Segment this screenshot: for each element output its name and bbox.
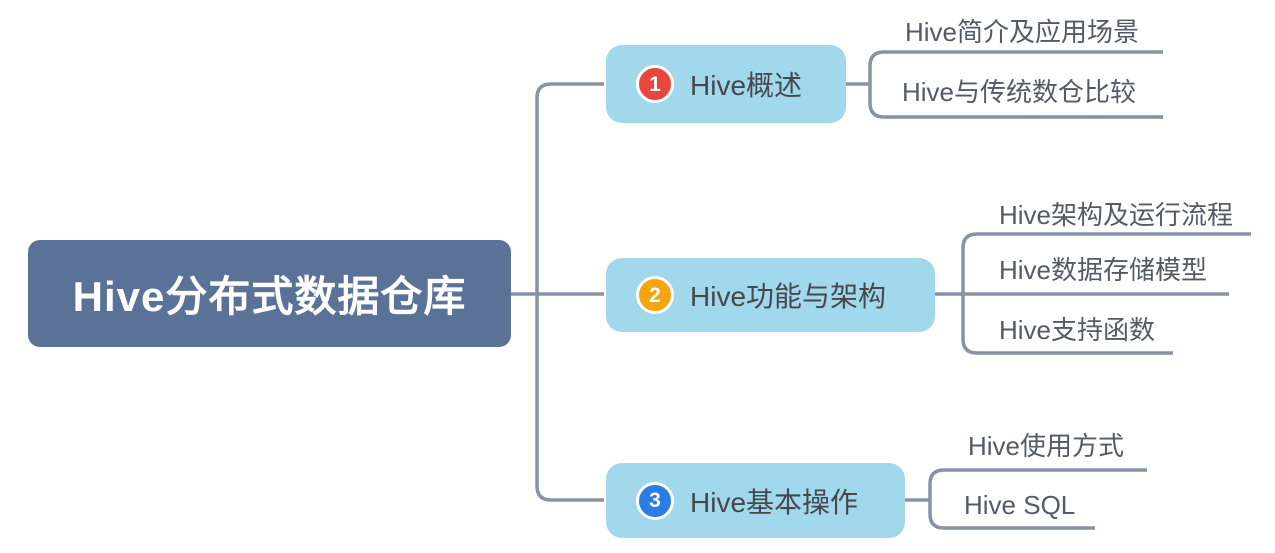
branch-label: Hive基本操作 (690, 486, 859, 518)
number-2-badge-icon: 2 (636, 276, 674, 314)
branch-label: Hive概述 (690, 70, 803, 101)
subtopic-hive-usage-methods[interactable]: Hive使用方式 (968, 431, 1125, 461)
connector-branch1-bracket (868, 50, 1163, 119)
subtopic-hive-architecture-workflow[interactable]: Hive架构及运行流程 (999, 200, 1234, 230)
connector-branch3-bracket (928, 468, 1147, 530)
root-node[interactable]: Hive分布式数据仓库 (28, 240, 511, 347)
connector-trunk (535, 82, 604, 502)
branch-label: Hive功能与架构 (690, 281, 887, 312)
branch-node-hive-overview[interactable]: 1 Hive概述 (606, 45, 846, 123)
root-label: Hive分布式数据仓库 (72, 273, 467, 320)
subtopic-hive-sql[interactable]: Hive SQL (964, 490, 1076, 520)
branch-node-hive-basic-operations[interactable]: 3 Hive基本操作 (606, 463, 905, 538)
number-1-badge-icon: 1 (636, 65, 674, 103)
number-3-badge-icon: 3 (636, 481, 674, 520)
subtopic-hive-vs-traditional-dw[interactable]: Hive与传统数仓比较 (902, 77, 1137, 107)
subtopic-hive-data-storage-model[interactable]: Hive数据存储模型 (999, 255, 1208, 285)
subtopic-hive-supported-functions[interactable]: Hive支持函数 (999, 315, 1156, 345)
subtopic-hive-intro-scenarios[interactable]: Hive简介及应用场景 (905, 17, 1140, 47)
branch-node-hive-function-architecture[interactable]: 2 Hive功能与架构 (606, 258, 935, 332)
